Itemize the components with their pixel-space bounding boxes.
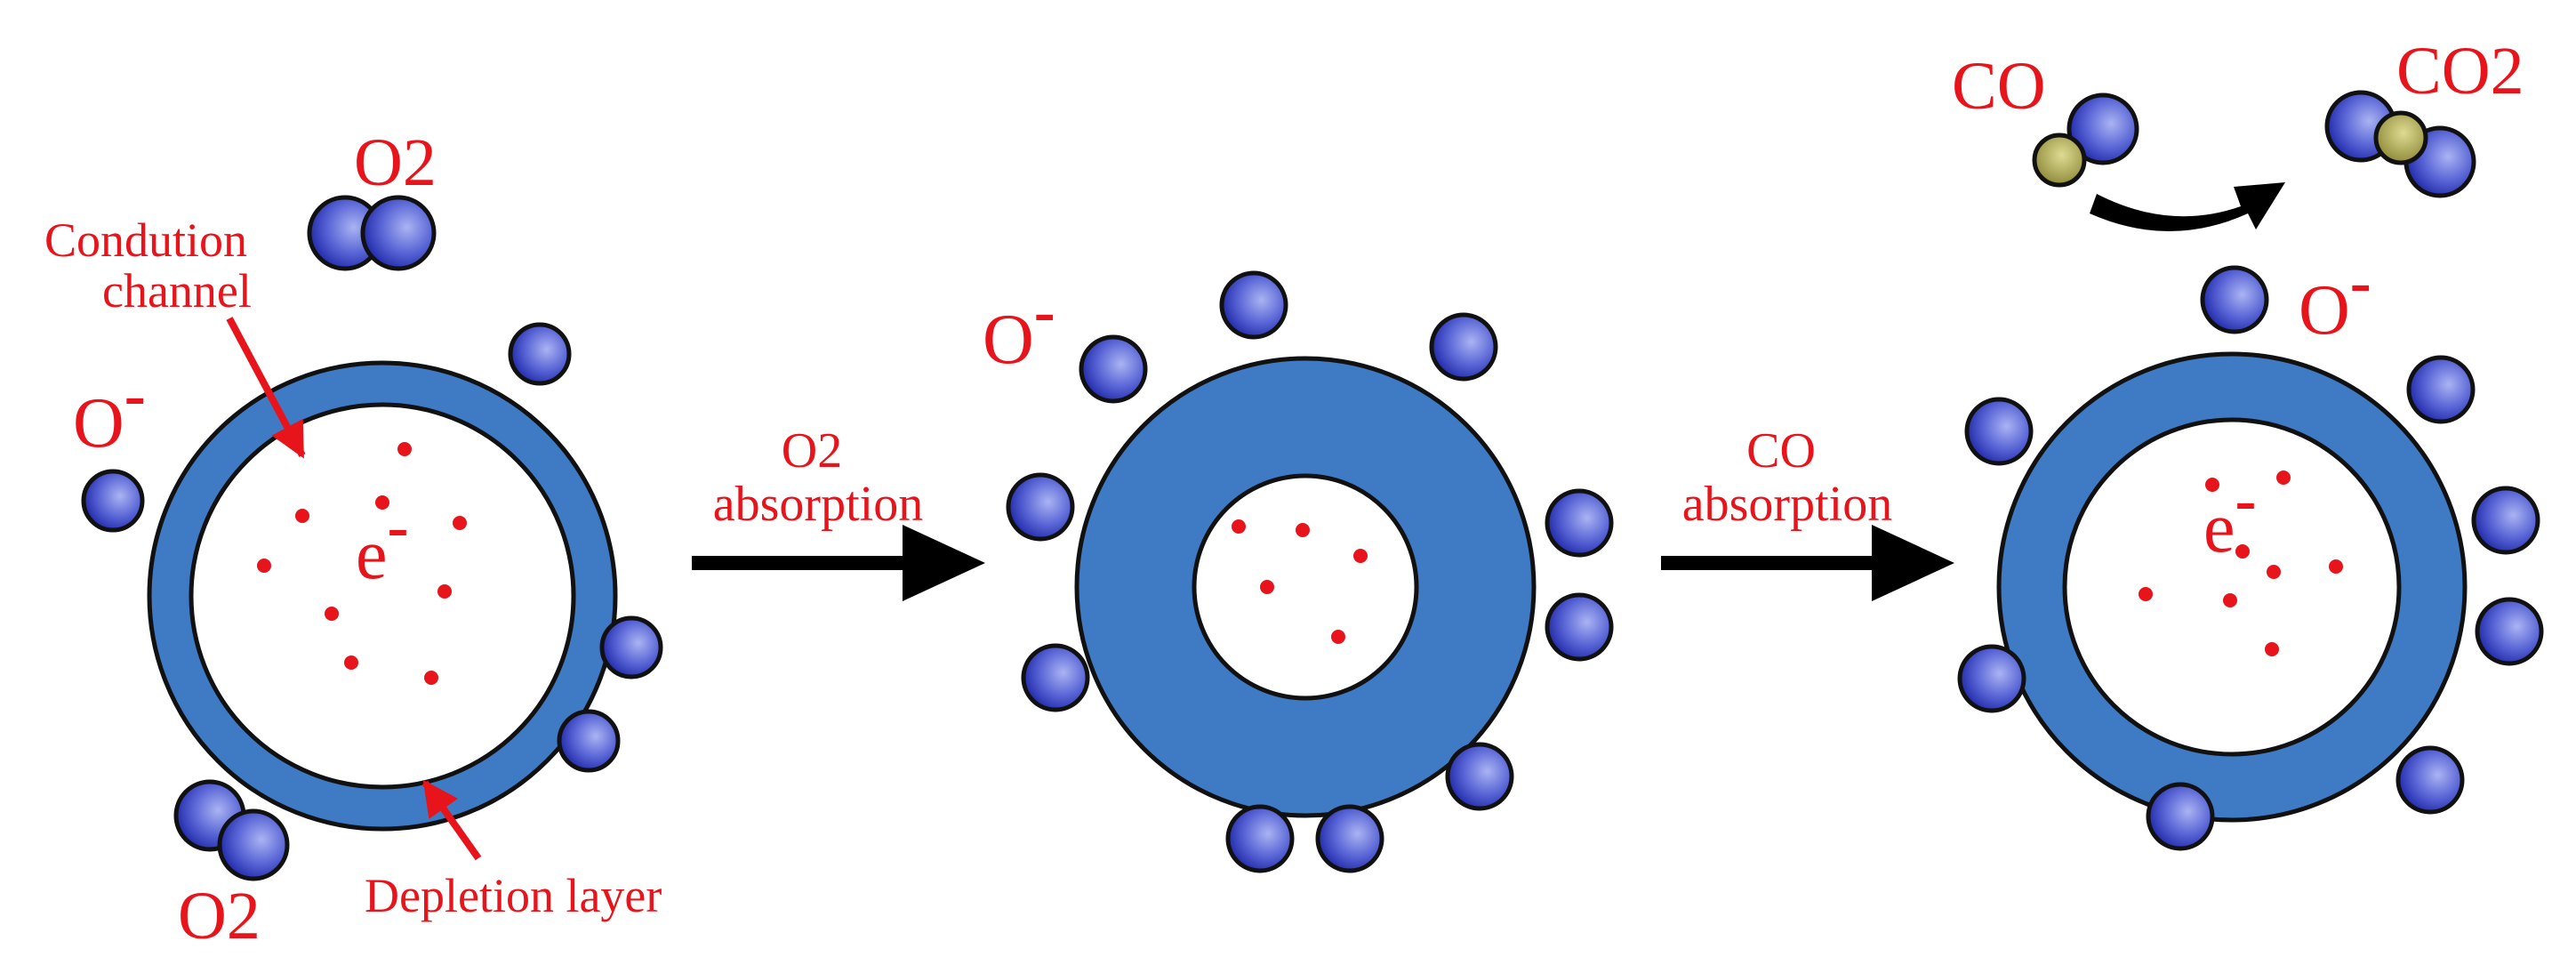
electron-dots-1 xyxy=(257,442,467,685)
oxygen-ion-label-3: O- xyxy=(2299,246,2371,350)
o2-label-bottom: O2 xyxy=(178,879,261,953)
electron-dot xyxy=(257,559,271,573)
electron-dot xyxy=(1353,549,1368,563)
adsorbed-oxygen-ion xyxy=(1957,644,2026,713)
electron-dot xyxy=(2265,642,2279,656)
reaction-arrow xyxy=(2090,182,2285,231)
adsorbed-oxygen-ion xyxy=(557,709,621,773)
electron-dot xyxy=(2235,544,2250,559)
co2-label: CO2 xyxy=(2396,34,2524,109)
adsorbed-oxygen-ion xyxy=(2471,486,2540,555)
adsorbed-oxygen-ion xyxy=(1545,488,1614,558)
electron-dots-2 xyxy=(1232,519,1368,644)
step-arrow-co-absorption: CO absorption xyxy=(1661,423,1954,601)
electron-dot xyxy=(2329,559,2343,574)
adsorbed-oxygen-ion xyxy=(1964,397,2034,466)
co-molecule xyxy=(2032,92,2139,188)
adsorbed-oxygen-ion xyxy=(2475,597,2544,666)
oxygen-molecule-top xyxy=(307,195,437,271)
step2-label: CO absorption xyxy=(1682,423,1892,532)
co2-molecule xyxy=(2324,90,2476,198)
carbon-atom xyxy=(2373,110,2428,165)
co-label: CO xyxy=(1952,49,2046,124)
electron-dot xyxy=(1232,519,1246,534)
conduction-channel-core-2 xyxy=(1192,473,1419,701)
adsorbed-oxygen-ion xyxy=(2395,745,2465,815)
conduction-channel-label: Condution channel xyxy=(44,213,260,318)
oxygen-ion-label-2: O- xyxy=(983,276,1055,379)
electron-dot xyxy=(424,671,438,685)
adsorbed-oxygen-ion xyxy=(1545,592,1614,662)
electron-dot xyxy=(2276,470,2291,485)
conduction-channel-core-3 xyxy=(2062,417,2402,757)
adsorbed-oxygen-ion xyxy=(1315,804,1384,873)
carbon-atom xyxy=(2032,133,2087,188)
o2-label-top: O2 xyxy=(354,125,437,200)
panel-co-adsorbed: e- O- CO CO2 xyxy=(1952,34,2544,851)
step1-label: O2 absorption xyxy=(713,423,923,532)
conduction-channel-pointer xyxy=(226,317,306,459)
electron-dot xyxy=(2205,478,2219,492)
adsorbed-oxygen-ion xyxy=(599,615,663,679)
electron-dot xyxy=(295,509,309,523)
electron-dot xyxy=(344,655,358,670)
adsorbed-oxygen-ion xyxy=(1445,742,1514,811)
electron-dot xyxy=(1331,630,1345,644)
adsorbed-oxygen-ion xyxy=(508,322,572,386)
arrow-shaft xyxy=(692,556,905,570)
electron-dot xyxy=(2223,593,2237,607)
electron-dot xyxy=(1296,523,1310,537)
electron-dots-3 xyxy=(2139,470,2343,656)
step-arrow-o2-absorption: O2 absorption xyxy=(692,423,985,601)
depletion-layer-label: Depletion layer xyxy=(365,869,662,922)
arrow-head xyxy=(1872,525,1954,601)
electron-dot xyxy=(397,442,412,456)
adsorbed-oxygen-ion xyxy=(2146,782,2215,851)
panel-initial-state: e- O2 O2 O- Condution channel Depletion … xyxy=(44,125,663,953)
adsorbed-oxygen-ion xyxy=(1006,472,1075,542)
adsorbed-oxygen-ion xyxy=(1219,270,1288,340)
electron-dot xyxy=(325,607,339,621)
electron-dot xyxy=(2139,587,2153,601)
conduction-channel-core-1 xyxy=(189,402,576,790)
oxygen-atom xyxy=(2066,92,2139,165)
adsorbed-oxygen-ion xyxy=(1429,312,1498,382)
adsorbed-oxygen-ion xyxy=(1021,643,1090,712)
electron-label-1: e- xyxy=(356,491,409,594)
electron-label-2: e- xyxy=(2203,464,2257,567)
oxygen-ion-label-1: O- xyxy=(73,359,146,462)
arrow-shaft xyxy=(1661,556,1874,570)
arrow-head xyxy=(903,525,985,601)
adsorbed-oxygen-ion xyxy=(2406,355,2476,424)
adsorbed-oxygen-ion xyxy=(2200,265,2269,334)
panel-o2-adsorbed: O- xyxy=(983,270,1614,873)
electron-dot xyxy=(1260,580,1274,594)
electron-dot xyxy=(453,516,467,530)
electron-dot xyxy=(375,495,389,510)
electron-dot xyxy=(2267,565,2281,579)
oxygen-molecule-bottom xyxy=(173,779,290,881)
electron-dot xyxy=(437,584,452,599)
depletion-layer-pointer xyxy=(421,779,482,861)
adsorbed-oxygen-ion xyxy=(81,469,145,533)
adsorbed-oxygen-ion xyxy=(1225,804,1295,873)
adsorbed-oxygen-ion xyxy=(1079,334,1148,404)
